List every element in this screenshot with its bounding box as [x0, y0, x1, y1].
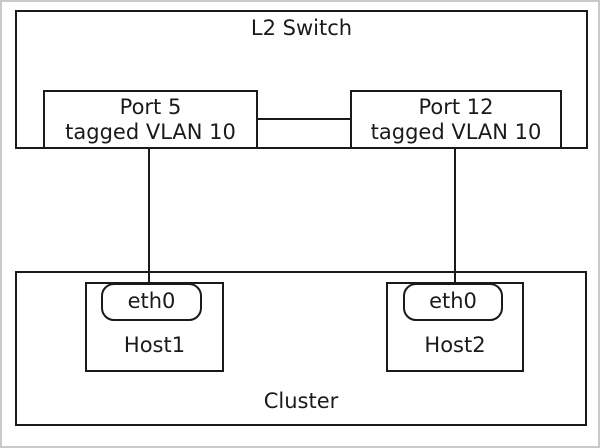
host2-eth0-box: eth0	[403, 283, 503, 321]
port12-vlan: tagged VLAN 10	[370, 119, 542, 144]
cluster-box: Cluster	[15, 271, 587, 426]
host1-eth0-box: eth0	[101, 283, 202, 321]
port5-vlan: tagged VLAN 10	[65, 119, 236, 144]
port5-name: Port 5	[119, 94, 182, 119]
port5-box: Port 5 tagged VLAN 10	[43, 90, 258, 149]
port12-name: Port 12	[418, 94, 494, 119]
port5-port12-link-line	[252, 118, 356, 120]
host2-label: Host2	[424, 332, 486, 357]
port12-host2-link-line	[454, 142, 456, 290]
host1-eth0-label: eth0	[127, 289, 176, 314]
host2-eth0-label: eth0	[429, 289, 477, 314]
cluster-label: Cluster	[263, 388, 339, 413]
host1-label: Host1	[123, 332, 186, 357]
port5-host1-link-line	[148, 142, 150, 290]
l2-switch-box: L2 Switch	[15, 10, 588, 149]
l2-switch-label: L2 Switch	[250, 16, 353, 40]
port12-box: Port 12 tagged VLAN 10	[350, 90, 562, 149]
